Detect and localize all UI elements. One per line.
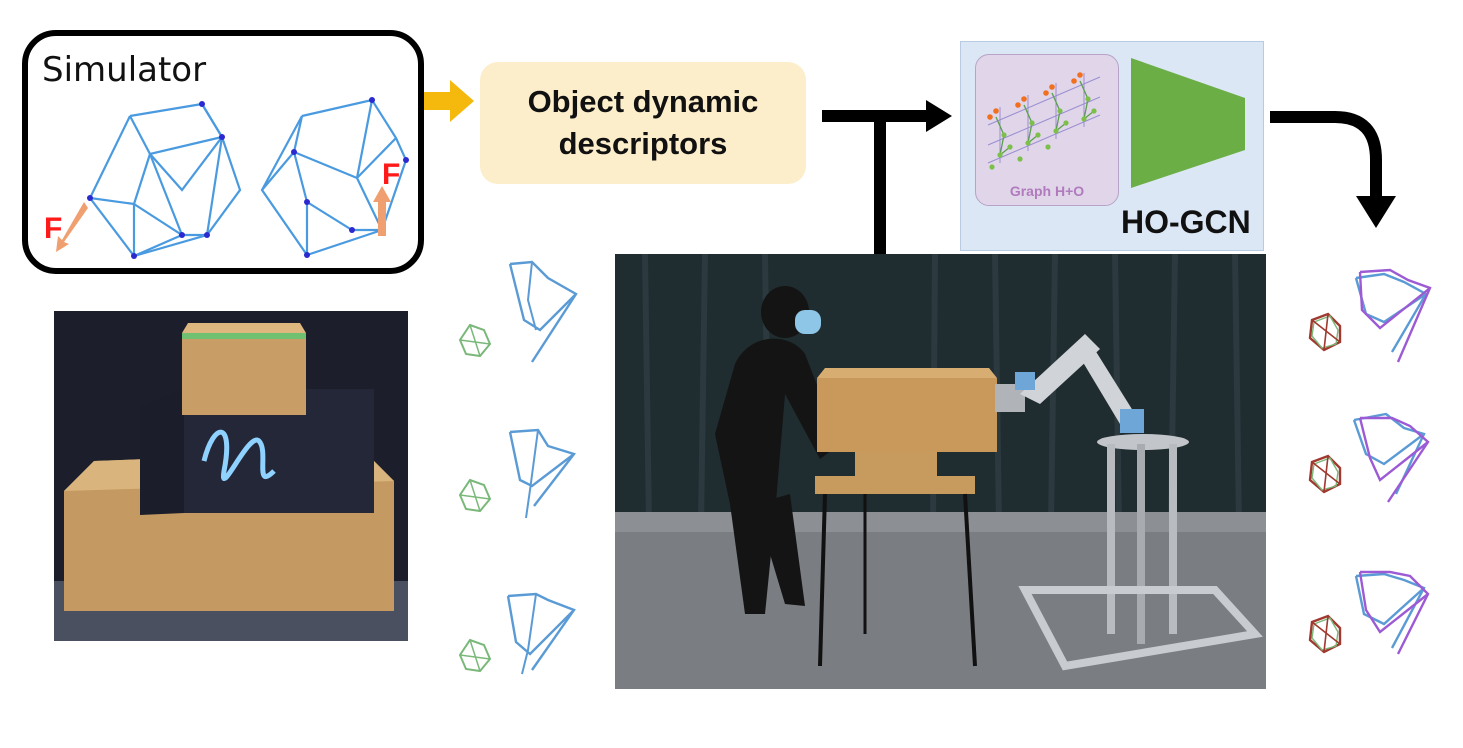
force-arrow-left bbox=[56, 202, 88, 252]
hogcn-title: HO-GCN bbox=[1121, 204, 1251, 240]
mocap-scene-image bbox=[615, 254, 1266, 689]
mesh-right-nodes bbox=[291, 97, 409, 258]
stacked-boxes-image bbox=[54, 311, 408, 641]
output-skeleton-1 bbox=[1308, 268, 1432, 363]
output-skeleton-2 bbox=[1308, 412, 1430, 503]
mesh-left bbox=[88, 102, 242, 258]
force-arrow-right-shaft bbox=[378, 200, 386, 236]
output-skeletons bbox=[1308, 268, 1432, 655]
input-skeleton-2 bbox=[458, 428, 577, 519]
force-label-left: F bbox=[44, 212, 63, 245]
arrow-head-to-gcn bbox=[926, 100, 952, 132]
yellow-arrow bbox=[420, 80, 474, 122]
input-skeleton-1 bbox=[458, 260, 578, 363]
gcn-encoder-shape bbox=[1131, 58, 1245, 188]
output-skeleton-3 bbox=[1308, 570, 1430, 655]
stacked-boxes-photo bbox=[54, 311, 408, 641]
simulator-panel: Simulator bbox=[22, 30, 424, 274]
output-curved-arrow bbox=[1270, 111, 1382, 198]
mocap-photo bbox=[615, 254, 1266, 689]
descriptor-label: Object dynamic descriptors bbox=[527, 84, 759, 161]
simulator-title: Simulator bbox=[42, 50, 207, 90]
force-label-right: F bbox=[382, 158, 401, 191]
graph-box: Graph H+O bbox=[975, 54, 1119, 206]
input-skeleton-3 bbox=[458, 592, 576, 675]
hogcn-panel: Graph H+O HO-GCN bbox=[960, 41, 1264, 251]
graph-label: Graph H+O bbox=[1009, 183, 1085, 199]
force-arrow-right-head bbox=[373, 186, 391, 202]
mesh-left-nodes bbox=[87, 101, 225, 259]
input-skeletons bbox=[458, 260, 578, 675]
graph-illustration bbox=[987, 72, 1101, 170]
descriptor-box: Object dynamic descriptors bbox=[480, 62, 806, 184]
output-arrow-head bbox=[1356, 196, 1396, 228]
simulator-meshes bbox=[56, 97, 409, 259]
